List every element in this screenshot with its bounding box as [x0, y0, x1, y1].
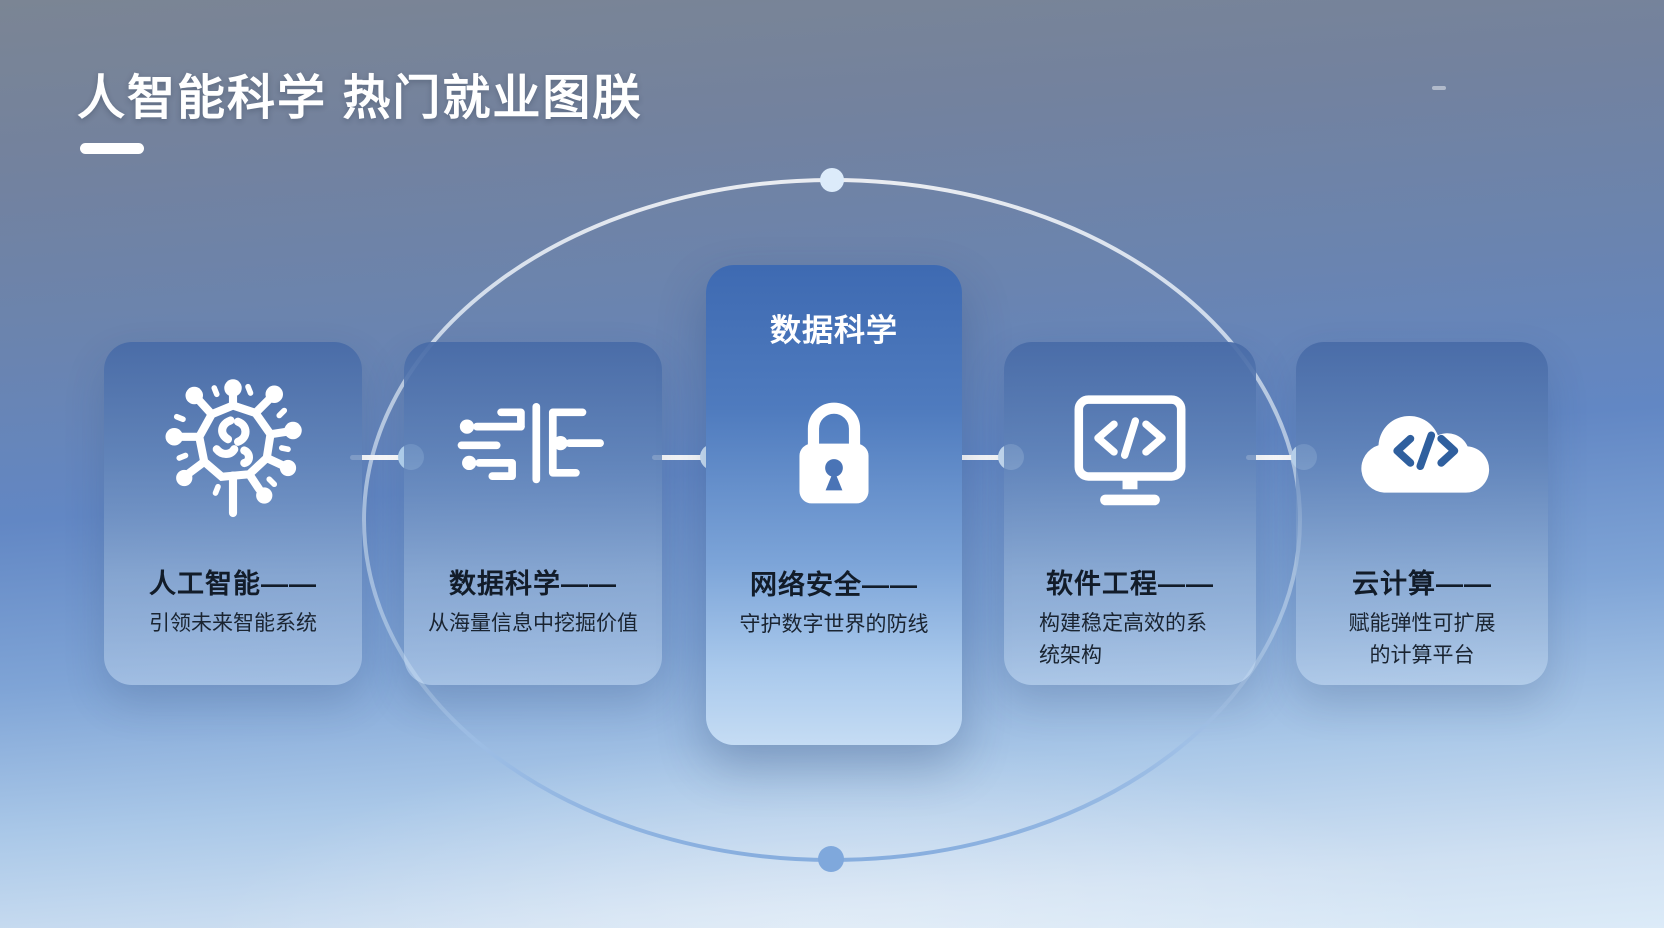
corner-dash — [1432, 86, 1446, 90]
page-title: 人智能科学 热门就业图朕 — [77, 72, 643, 125]
connector-line-3 — [950, 455, 1008, 460]
card-title: 数据科学—— — [449, 569, 617, 599]
connector-line-1 — [350, 455, 408, 460]
card-title: 人工智能—— — [149, 569, 317, 599]
connector-line-2 — [652, 455, 710, 460]
lock-icon — [706, 373, 962, 533]
card-description: 守护数字世界的防线 — [739, 613, 929, 636]
card-description: 赋能弹性可扩展的计算平台 — [1348, 612, 1496, 667]
cloud-code-icon — [1296, 370, 1548, 535]
card-description: 从海量信息中挖掘价值 — [428, 612, 638, 635]
card-cyber-security: 数据科学 网络安全—— 守护数字世界的防线 — [706, 265, 962, 745]
code-monitor-icon — [1004, 370, 1256, 535]
card-description: 构建稳定高效的系统架构 — [1039, 612, 1207, 667]
card-cloud-computing: 云计算—— 赋能弹性可扩展的计算平台 — [1296, 342, 1548, 685]
card-data-science: 数据科学—— 从海量信息中挖掘价值 — [404, 342, 662, 685]
card-artificial-intelligence: 人工智能—— 引领未来智能系统 — [104, 342, 362, 685]
card-description: 引领未来智能系统 — [149, 612, 317, 635]
connector-line-4 — [1246, 455, 1302, 460]
card-header-label: 数据科学 — [770, 313, 898, 348]
card-title: 云计算—— — [1352, 569, 1492, 599]
card-title: 网络安全—— — [750, 570, 918, 600]
title-underline — [80, 143, 144, 154]
neural-tree-icon — [104, 370, 362, 535]
orbit-bottom-dot — [818, 846, 844, 872]
circuit-data-icon — [404, 370, 662, 535]
orbit-top-dot — [820, 168, 844, 192]
card-software-engineering: 软件工程—— 构建稳定高效的系统架构 — [1004, 342, 1256, 685]
card-title: 软件工程—— — [1046, 569, 1214, 599]
